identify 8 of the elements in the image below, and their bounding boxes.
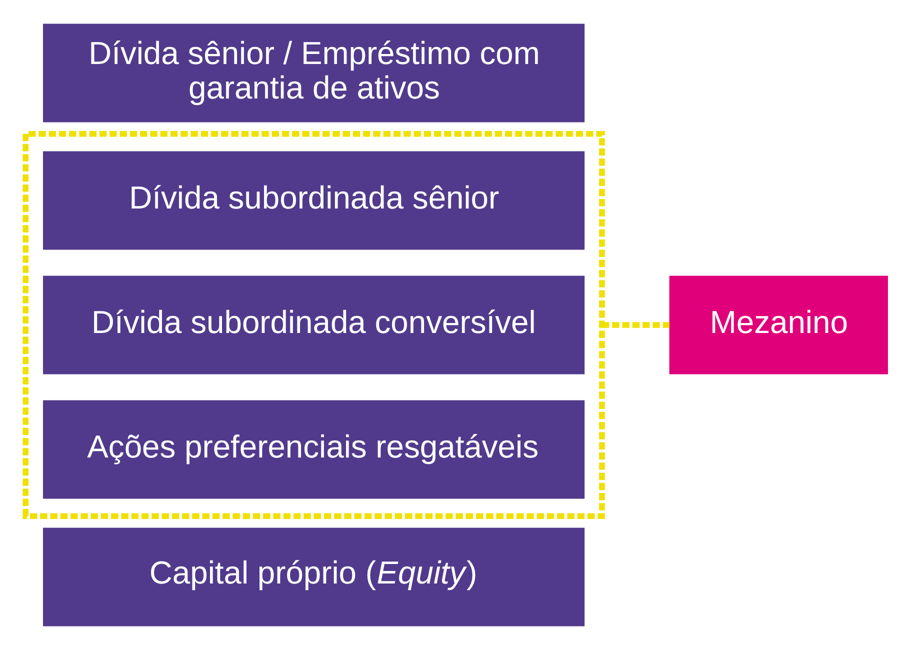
node-box: Dívida sênior / Empréstimo com garantia de ativos (43, 23, 585, 122)
node-box: Dívida subordinada sênior (43, 150, 585, 250)
cluster (22, 130, 605, 519)
node-box: Mezanino (669, 275, 888, 374)
node-box: Dívida subordinada conversível (43, 275, 585, 374)
connector (602, 322, 670, 328)
node-box: Capital próprio (Equity) (43, 527, 585, 626)
node-box: Ações preferenciais resgatáveis (43, 400, 585, 498)
